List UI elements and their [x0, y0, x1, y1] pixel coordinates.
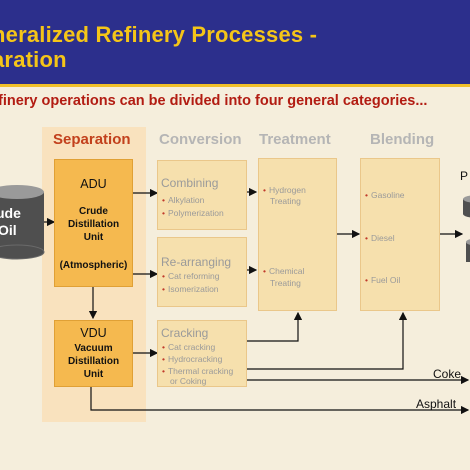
cracking-item: •Thermal cracking	[162, 366, 234, 376]
vdu-name-line-2: Distillation	[67, 356, 120, 367]
vdu-abbr: VDU	[80, 326, 107, 340]
cracking-item: •Cat cracking	[162, 342, 216, 352]
title-banner: neralized Refinery Processes - aration	[0, 0, 470, 87]
adu-name-line-2: Distillation	[67, 219, 120, 230]
asphalt-label: Asphalt	[416, 397, 457, 411]
column-header-treatment: Treatment	[259, 131, 331, 148]
column-header-separation: Separation	[53, 131, 131, 148]
blending-item: •Gasoline	[365, 190, 405, 200]
crude-oil-tank-icon	[0, 185, 45, 260]
crude-oil-label-1: ude	[0, 205, 21, 221]
adu-note: (Atmospheric)	[59, 260, 128, 271]
adu-name-line-1: Crude	[79, 206, 108, 217]
column-header-blending: Blending	[370, 131, 435, 148]
blending-item: •Diesel	[365, 233, 395, 243]
blending-item: •Fuel Oil	[365, 275, 401, 285]
vdu-name-line-1: Vacuum	[74, 343, 113, 354]
combining-item: •Polymerization	[162, 208, 224, 218]
cracking-title: Cracking	[161, 326, 209, 340]
crude-oil-label-2: Oil	[0, 222, 17, 238]
rearranging-title: Re-arranging	[161, 255, 232, 269]
intro-text: finery operations can be divided into fo…	[0, 93, 428, 109]
page-title-line-1: neralized Refinery Processes -	[0, 22, 318, 47]
combining-box: Combining •Alkylation •Polymerization	[157, 160, 247, 230]
treatment-item-1: •Hydrogen	[263, 185, 306, 195]
adu-name-line-3: Unit	[83, 232, 104, 243]
rearranging-item: •Isomerization	[162, 284, 219, 294]
adu-abbr: ADU	[80, 177, 107, 191]
treatment-box: •Hydrogen Treating •Chemical Treating	[258, 158, 337, 311]
combining-title: Combining	[161, 176, 219, 190]
adu-box: ADU Crude Distillation Unit (Atmospheric…	[54, 159, 133, 287]
cracking-box: Cracking •Cat cracking •Hydrocracking •T…	[157, 320, 247, 387]
product-tank-icon	[463, 195, 470, 218]
column-header-conversion: Conversion	[159, 131, 242, 148]
products-label: P	[460, 169, 469, 183]
combining-item: •Alkylation	[162, 195, 205, 205]
treatment-item-2-cont: Treating	[270, 278, 301, 288]
rearranging-box: Re-arranging •Cat reforming •Isomerizati…	[157, 237, 247, 307]
cracking-item: •Hydrocracking	[162, 354, 223, 364]
page-title-line-2: aration	[0, 47, 67, 72]
cracking-item-cont: or Coking	[170, 376, 207, 386]
coke-label: Coke	[433, 367, 462, 381]
vdu-name-line-3: Unit	[83, 369, 104, 380]
vdu-box: VDU Vacuum Distillation Unit	[54, 320, 133, 387]
blending-box: •Gasoline •Diesel •Fuel Oil	[360, 158, 440, 311]
treatment-item-1-cont: Treating	[270, 196, 301, 206]
rearranging-item: •Cat reforming	[162, 271, 220, 281]
treatment-item-2: •Chemical	[263, 266, 305, 276]
product-tank-icon-2	[466, 239, 470, 262]
